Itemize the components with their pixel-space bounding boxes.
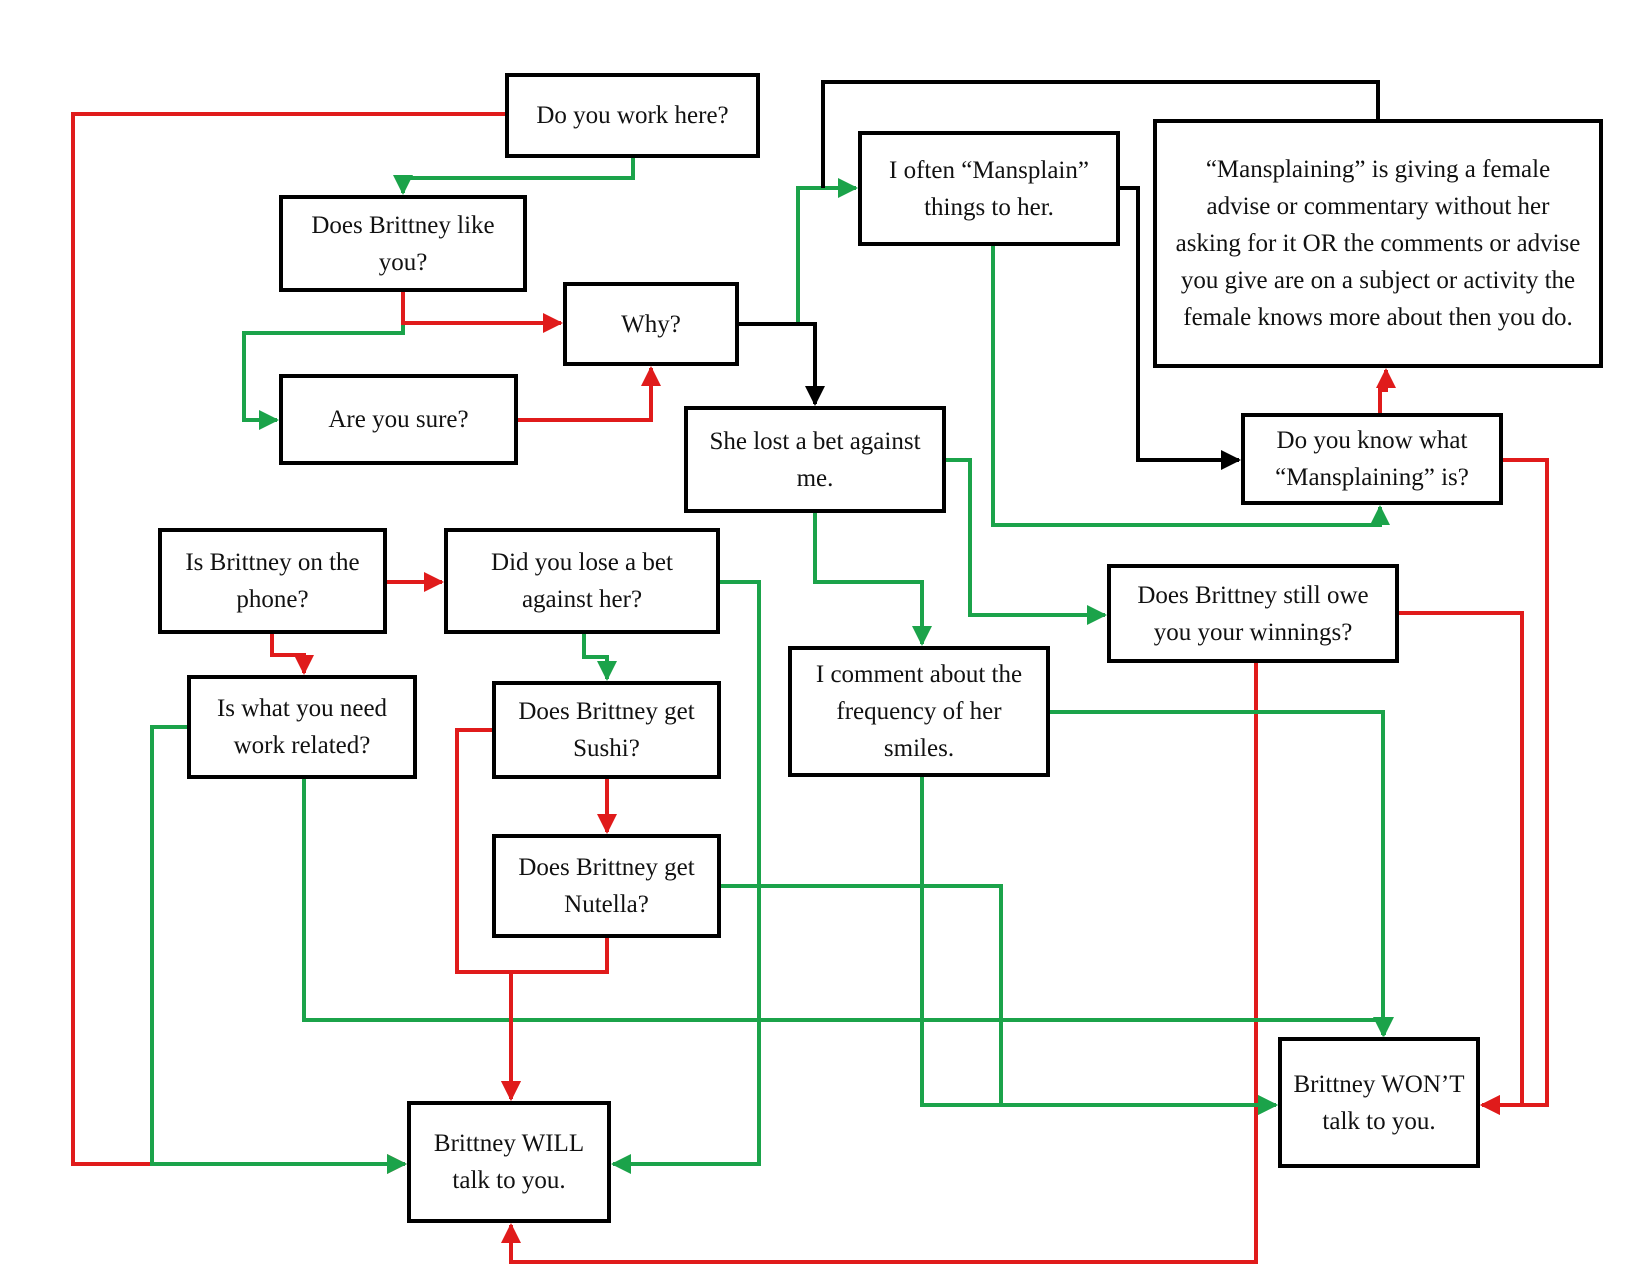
- connector-owe-winnings-to-wont-talk-no: [501, 663, 1258, 1264]
- node-does-brittney-still-owe-you: Does Brittney still owe you your winning…: [1107, 564, 1399, 663]
- connector-work-related-to-will-talk-yes: [302, 779, 1394, 1037]
- connector-sure-to-on-phone-yes: [739, 178, 858, 326]
- node-why: Why?: [563, 282, 739, 366]
- connector-why-to-lost-bet-me-neutral: [821, 80, 1380, 188]
- node-is-what-you-need-work-related: Is what you need work related?: [187, 675, 417, 779]
- connector-lose-bet-her-to-will-talk-no: [1399, 611, 1524, 1115]
- node-brittney-will-talk: Brittney WILL talk to you.: [407, 1101, 611, 1223]
- node-are-you-sure: Are you sure?: [279, 374, 518, 465]
- node-she-lost-a-bet: She lost a bet against me.: [684, 406, 946, 513]
- node-do-you-work-here: Do you work here?: [505, 73, 760, 158]
- connector-on-phone-to-lose-bet-her-no: [270, 634, 314, 675]
- node-mansplaining-definition: “Mansplaining” is giving a female advise…: [1153, 119, 1603, 368]
- connector-smiles-to-wont-talk-no: [501, 938, 609, 1101]
- connector-like-you-to-why-no: [401, 292, 563, 333]
- node-is-brittney-on-the-phone: Is Brittney on the phone?: [158, 528, 387, 634]
- connector-mansplain-to-know-mansplain-yes: [991, 246, 1390, 527]
- connector-mansplain-to-know-mansplain-no: [1376, 368, 1396, 413]
- connector-owe-winnings-to-will-talk-yes: [150, 725, 407, 1174]
- connector-lose-bet-her-to-sushi-yes: [611, 580, 761, 1174]
- connector-on-phone-to-work-related-yes: [582, 634, 617, 681]
- connector-sushi-to-will-talk-yes: [1050, 710, 1393, 1037]
- node-did-you-lose-a-bet: Did you lose a bet against her?: [444, 528, 720, 634]
- connector-definition-to-mansplain-neutral: [1120, 186, 1241, 470]
- node-do-you-know-mansplaining: Do you know what “Mansplaining” is?: [1241, 413, 1503, 505]
- node-brittney-wont-talk: Brittney WON’T talk to you.: [1278, 1037, 1480, 1168]
- node-does-brittney-like-you: Does Brittney like you?: [279, 195, 527, 292]
- connector-smiles-to-wont-talk-yes: [920, 777, 1278, 1115]
- connector-nutella-to-will-talk-yes: [721, 884, 1278, 1115]
- node-does-brittney-get-nutella: Does Brittney get Nutella?: [492, 834, 721, 938]
- connector-lost-bet-me-to-owe-winnings-yes: [813, 513, 932, 646]
- connector-know-mansplain-to-definition-no: [1480, 458, 1549, 1115]
- connector-why-to-mansplain-neutral: [739, 322, 825, 406]
- connector-sure-to-why-no: [518, 366, 661, 422]
- connector-work-here-to-like-you-yes: [393, 158, 635, 195]
- connector-know-mansplain-to-wont-talk-yes: [946, 458, 1107, 625]
- node-does-brittney-get-sushi: Does Brittney get Sushi?: [492, 681, 721, 779]
- node-i-often-mansplain: I often “Mansplain” things to her.: [858, 131, 1120, 246]
- node-comment-about-smiles: I comment about the frequency of her smi…: [788, 646, 1050, 777]
